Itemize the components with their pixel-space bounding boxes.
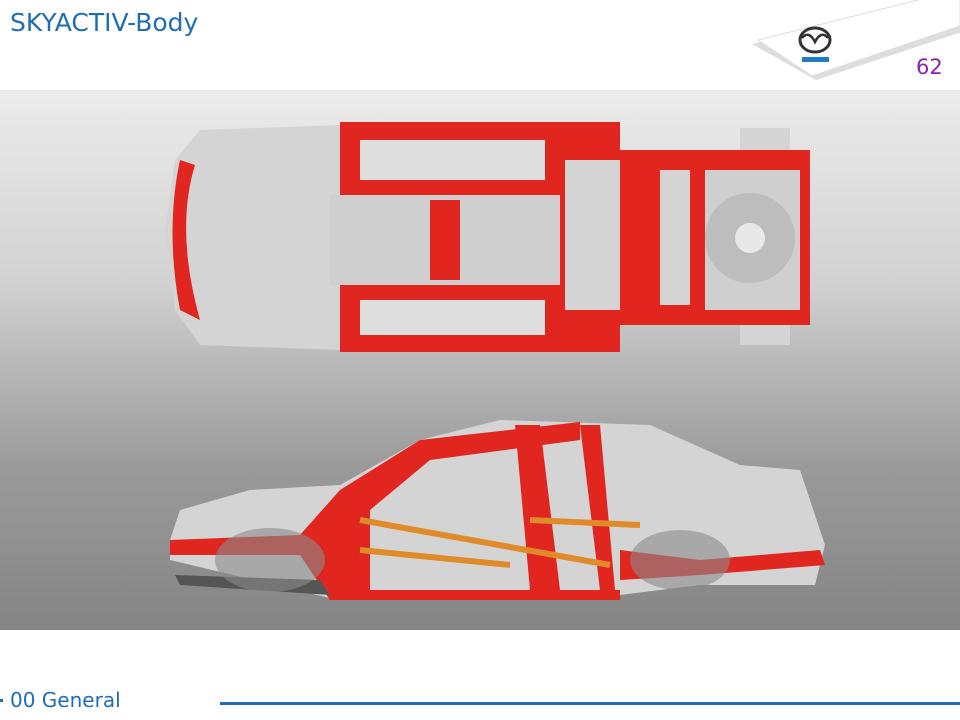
footer-divider	[220, 702, 960, 705]
page-number: 62	[916, 55, 943, 79]
side-view-body	[170, 420, 825, 600]
slide-title: SKYACTIV-Body	[10, 8, 199, 37]
footer-section: 00 General	[10, 688, 121, 712]
body-structure-image	[0, 90, 960, 630]
mazda-emblem-icon	[798, 26, 832, 62]
top-view-body	[165, 122, 810, 352]
footer-bullet	[0, 699, 3, 702]
mazda-logo-band	[752, 0, 960, 80]
